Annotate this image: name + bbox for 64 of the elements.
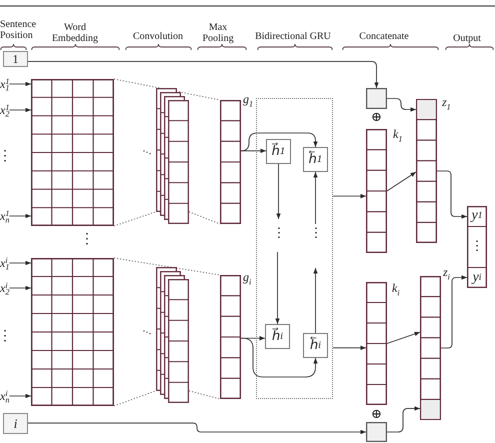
arrow xyxy=(332,346,366,350)
arrow xyxy=(386,172,416,192)
feature-map-stack xyxy=(156,88,189,224)
projection-line xyxy=(188,211,220,224)
arrow xyxy=(386,98,416,112)
arrow xyxy=(8,108,32,112)
ellipsis: ⋮ xyxy=(470,239,484,253)
vector-column xyxy=(220,100,241,224)
vector-label: g$_{1}$ xyxy=(243,92,254,106)
arrow xyxy=(8,82,32,86)
concat-symbol: ⊕ xyxy=(371,407,382,420)
vector-label: k$_{1}$ xyxy=(393,127,402,141)
position-vector-box xyxy=(366,422,387,442)
vector-column xyxy=(420,276,441,420)
column-header: Sentence Position xyxy=(0,19,36,41)
embedding-matrix xyxy=(31,258,114,406)
gru-block xyxy=(256,98,333,399)
column-header: Word Embedding xyxy=(52,22,98,44)
arrow xyxy=(8,394,32,398)
index-box: 1 xyxy=(3,51,28,67)
vector-label: z$_{i}$ xyxy=(443,265,450,279)
arrow xyxy=(8,286,32,290)
ellipsis: ⋮ xyxy=(80,232,94,247)
arrow xyxy=(386,406,420,432)
arrow xyxy=(240,132,318,152)
feature-map-stack xyxy=(156,267,189,403)
vector-column xyxy=(220,275,241,399)
projection-line xyxy=(114,258,220,276)
vector-label: k$_{i}$ xyxy=(392,281,400,295)
column-header: Output xyxy=(453,33,481,44)
arrow xyxy=(386,332,420,344)
arrow xyxy=(28,60,379,88)
vector-label: g$_{i}$ xyxy=(243,270,252,284)
output-column xyxy=(467,206,487,288)
ellipsis: ⋮ xyxy=(272,226,286,240)
position-vector-box xyxy=(366,88,387,109)
projection-line xyxy=(114,211,156,226)
column-header: Max Pooling xyxy=(202,22,234,44)
vector-label: z$_{1}$ xyxy=(442,95,451,109)
arrow xyxy=(313,172,318,224)
embedding-matrix xyxy=(31,79,114,226)
arrow xyxy=(240,148,266,154)
vector-column xyxy=(366,129,387,253)
arrow xyxy=(313,268,318,334)
column-header: Convolution xyxy=(133,31,183,42)
column-header: Bidirectional GRU xyxy=(255,31,331,42)
arrow xyxy=(276,164,281,220)
vector-column xyxy=(416,99,437,243)
index-box: i xyxy=(3,413,28,434)
arrow xyxy=(8,214,32,218)
arrow xyxy=(240,338,318,378)
arrow xyxy=(28,422,366,434)
arrow xyxy=(8,260,32,266)
arrow xyxy=(275,252,280,324)
column-header: Concatenate xyxy=(359,31,409,42)
projection-line xyxy=(114,390,156,406)
ellipsis: ⋮ xyxy=(310,226,322,240)
vector-column xyxy=(366,282,387,405)
ellipsis: ⋮ xyxy=(0,329,12,344)
concat-symbol: ⊕ xyxy=(371,110,382,124)
ellipsis: ⋮ xyxy=(0,149,12,164)
arrow xyxy=(332,194,366,198)
projection-line xyxy=(188,390,220,400)
arrow xyxy=(436,170,468,219)
